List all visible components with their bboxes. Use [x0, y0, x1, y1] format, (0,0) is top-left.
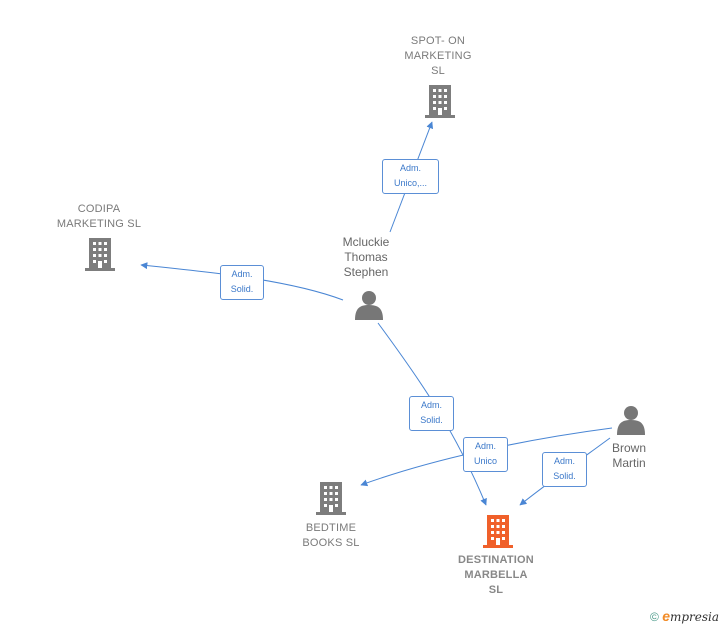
- empresia-logo-initial: e: [662, 608, 670, 624]
- node-label-bedtime[interactable]: BEDTIME BOOKS SL: [302, 522, 360, 549]
- person-icon-mcluckie[interactable]: [355, 291, 383, 320]
- building-icon-codipa[interactable]: [85, 238, 115, 271]
- building-icon-spot[interactable]: [425, 85, 455, 118]
- edge-label-brown-destination[interactable]: Adm. Solid.: [542, 452, 587, 487]
- edge-label-brown-bedtime[interactable]: Adm. Unico: [463, 437, 508, 472]
- empresia-watermark: © empresia: [650, 608, 719, 624]
- node-label-spot[interactable]: SPOT- ON MARKETING SL: [404, 35, 472, 77]
- node-label-codipa[interactable]: CODIPA MARKETING SL: [56, 203, 142, 230]
- node-label-brown[interactable]: Brown Martin: [611, 441, 646, 470]
- copyright-symbol: ©: [650, 610, 659, 624]
- person-icon-brown[interactable]: [617, 406, 645, 435]
- empresia-logo-text: mpresia: [669, 610, 720, 624]
- edge-label-mcluckie-codipa[interactable]: Adm. Solid.: [220, 265, 264, 300]
- node-label-mcluckie[interactable]: Mcluckie Thomas Stephen: [342, 235, 390, 279]
- node-label-destination[interactable]: DESTINATION MARBELLA SL: [458, 554, 534, 596]
- building-icon-bedtime[interactable]: [316, 482, 346, 515]
- edge-label-mcluckie-destination[interactable]: Adm. Solid.: [409, 396, 454, 431]
- edge-label-mcluckie-spot[interactable]: Adm. Unico,...: [382, 159, 439, 194]
- building-icon-destination[interactable]: [483, 515, 513, 548]
